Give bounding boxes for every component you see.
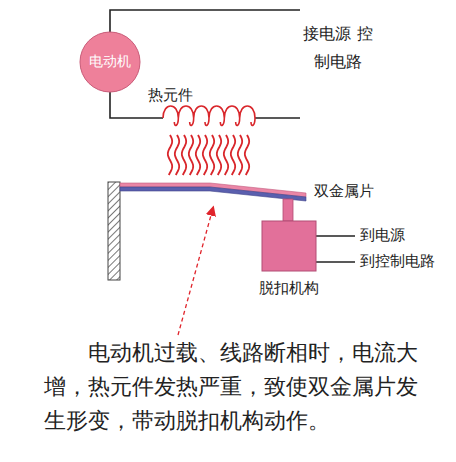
- heat-wave: [189, 135, 193, 175]
- heat-wave: [245, 135, 249, 175]
- heat-wave: [224, 135, 228, 175]
- power-control-label: 接电源 控制电路: [298, 20, 378, 76]
- trip-lead: [316, 261, 355, 263]
- heat-waves: [168, 135, 249, 175]
- to-power-label: 到电源: [360, 226, 430, 246]
- fixed-wall: [108, 182, 120, 280]
- coil-winding: [163, 106, 255, 125]
- heat-wave: [175, 135, 179, 175]
- heat-wave: [168, 135, 172, 175]
- heat-wave: [210, 135, 214, 175]
- heat-wave: [203, 135, 207, 175]
- heat-wave: [182, 135, 186, 175]
- motor-node: 电动机: [80, 32, 140, 92]
- trip-stem: [283, 199, 293, 221]
- to-control-label: 到控制电路: [360, 252, 452, 272]
- trip-mechanism-node: 脱扣机构: [262, 221, 316, 271]
- trip-label: 脱扣机构: [232, 279, 346, 298]
- heat-wave: [231, 135, 235, 175]
- heat-wave: [196, 135, 200, 175]
- heating-element-label: 热元件: [148, 86, 208, 106]
- heating-coil: [163, 106, 255, 125]
- coil-wire: [255, 117, 300, 119]
- motor-circle: [80, 32, 140, 92]
- bimetal-strip-bottom: [120, 187, 306, 201]
- caption-text: 电动机过载、线路断相时，电流大增，热元件发热严重，致使双金属片发生形变，带动脱扣…: [44, 336, 420, 438]
- supply-wire: [110, 10, 300, 33]
- heat-wave: [238, 135, 242, 175]
- heat-wave: [217, 135, 221, 175]
- bimetal-label: 双金属片: [314, 182, 404, 202]
- trip-lead: [316, 235, 355, 237]
- leader-arrow: [178, 208, 213, 335]
- motor-label: 电动机: [80, 53, 140, 71]
- trip-box: [262, 221, 316, 271]
